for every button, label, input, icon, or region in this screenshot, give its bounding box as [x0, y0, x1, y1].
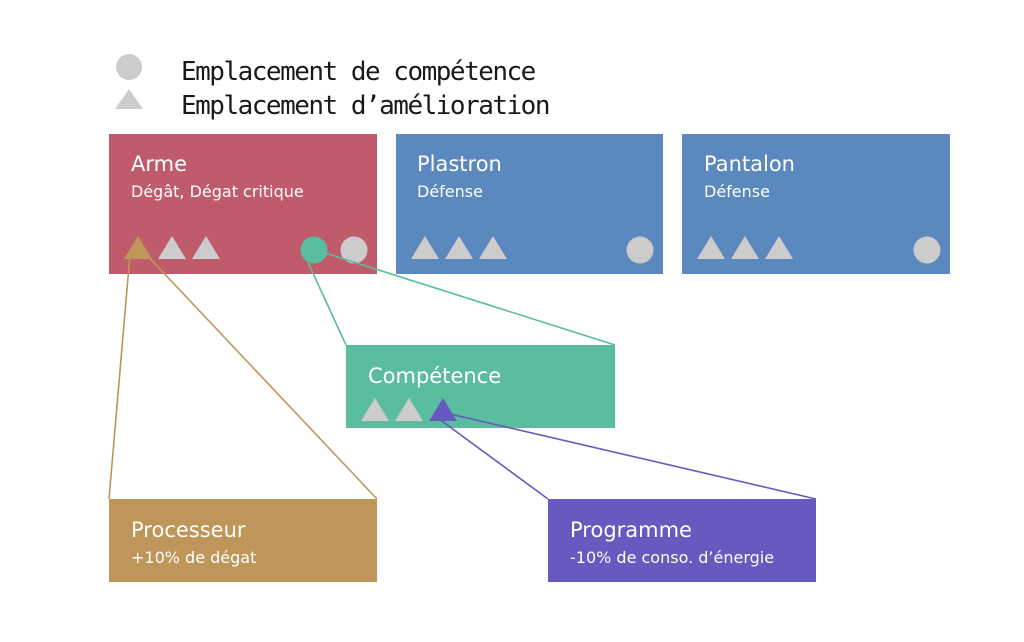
connector-weapon-to-skill-left — [305, 257, 347, 346]
processor-subtitle: +10% de dégat — [131, 548, 256, 567]
weapon-card: Arme Dégât, Dégat critique — [109, 134, 377, 274]
connector-weapon-to-skill-right — [321, 251, 616, 346]
program-card-background — [548, 499, 816, 582]
chest-card: Plastron Défense — [396, 134, 663, 274]
weapon-skill-slot-2-icon — [340, 236, 368, 264]
legend-upgrade-slot-label: Emplacement d’amélioration — [181, 91, 549, 121]
weapon-subtitle: Dégât, Dégat critique — [131, 182, 304, 201]
weapon-card-background — [109, 134, 377, 274]
skill-upgrade-slot-3-icon — [429, 398, 457, 421]
chest-upgrade-slot-3-icon — [479, 236, 507, 259]
connector-skill-to-program-left — [434, 415, 549, 500]
skill-card: Compétence — [346, 345, 615, 428]
pants-skill-slot-icon — [913, 236, 941, 264]
program-subtitle: -10% de conso. d’énergie — [570, 548, 774, 567]
connector-weapon-to-processor-right — [141, 249, 378, 500]
pants-upgrade-slot-2-icon — [731, 236, 759, 259]
weapon-upgrade-slot-2-icon — [158, 236, 186, 259]
chest-skill-slot-icon — [626, 236, 654, 264]
connectors — [108, 249, 817, 500]
processor-card: Processeur +10% de dégat — [109, 499, 377, 582]
pants-subtitle: Défense — [704, 182, 770, 201]
legend-skill-slot-label: Emplacement de compétence — [181, 57, 536, 87]
connector-skill-to-program-right — [445, 412, 817, 500]
pants-upgrade-slot-3-icon — [765, 236, 793, 259]
skill-upgrade-slot-2-icon — [395, 398, 423, 421]
chest-upgrade-slot-2-icon — [445, 236, 473, 259]
program-title: Programme — [570, 518, 692, 542]
skill-upgrade-slot-1-icon — [361, 398, 389, 421]
processor-card-background — [109, 499, 377, 582]
pants-title: Pantalon — [704, 152, 795, 176]
legend: Emplacement de compétence Emplacement d’… — [115, 54, 551, 121]
skill-title: Compétence — [368, 364, 501, 388]
processor-title: Processeur — [131, 518, 246, 542]
weapon-title: Arme — [131, 152, 187, 176]
chest-card-background — [396, 134, 663, 274]
pants-upgrade-slot-1-icon — [697, 236, 725, 259]
chest-title: Plastron — [417, 152, 502, 176]
legend-upgrade-slot-icon — [115, 89, 143, 109]
program-card: Programme -10% de conso. d’énergie — [548, 499, 816, 582]
legend-skill-slot-icon — [116, 54, 142, 80]
pants-card-background — [682, 134, 950, 274]
chest-upgrade-slot-1-icon — [411, 236, 439, 259]
pants-card: Pantalon Défense — [682, 134, 950, 274]
chest-subtitle: Défense — [417, 182, 483, 201]
connector-weapon-to-processor-left — [108, 253, 131, 500]
skill-card-background — [346, 345, 615, 428]
weapon-skill-slot-1-icon — [300, 236, 328, 264]
weapon-upgrade-slot-3-icon — [192, 236, 220, 259]
